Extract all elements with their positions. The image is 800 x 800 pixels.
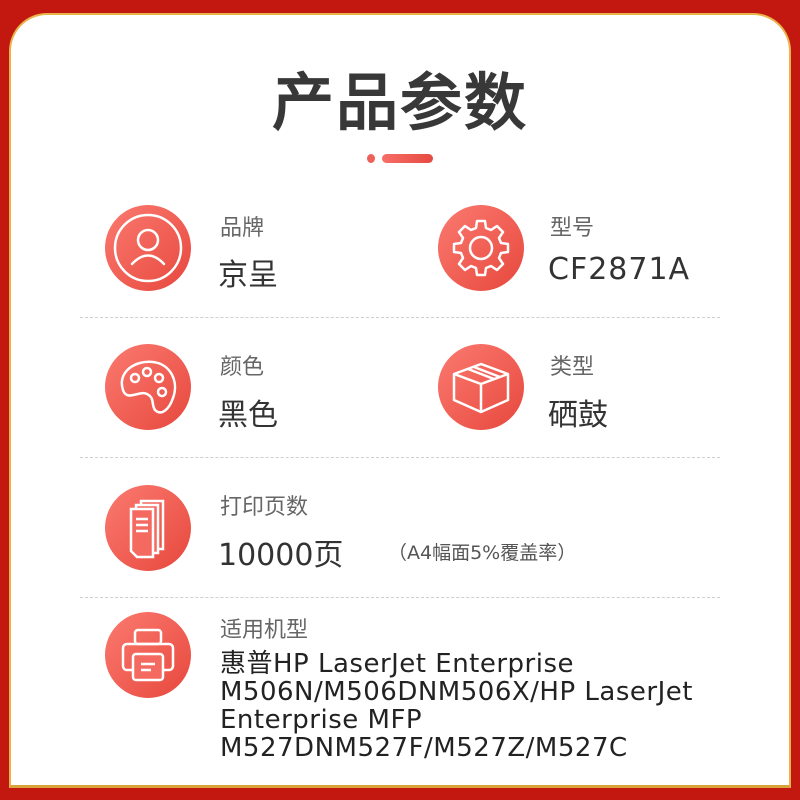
- brand-value: 京呈: [218, 258, 278, 293]
- model-line: M506N/M506DNM506X/HP LaserJet: [220, 677, 693, 707]
- gear-icon: [438, 205, 524, 291]
- model-line: 惠普HP LaserJet Enterprise: [220, 649, 575, 679]
- pages-value: 10000页: [218, 538, 344, 573]
- divider: [80, 597, 720, 598]
- divider: [80, 457, 720, 458]
- divider: [80, 317, 720, 318]
- color-label: 颜色: [220, 355, 265, 380]
- brand-label: 品牌: [220, 216, 265, 241]
- compatible-label: 适用机型: [220, 618, 309, 643]
- documents-icon: [105, 485, 191, 571]
- title-decoration-bar: [382, 154, 433, 163]
- model-label: 型号: [550, 216, 595, 241]
- pages-label: 打印页数: [220, 495, 309, 520]
- model-line: Enterprise MFP: [220, 705, 423, 735]
- title-decoration-dot: [367, 154, 375, 163]
- compatible-models: 惠普HP LaserJet Enterprise M506N/M506DNM50…: [220, 650, 780, 762]
- palette-icon: [105, 344, 191, 430]
- model-line: M527DNM527F/M527Z/M527C: [220, 733, 628, 763]
- pages-note: （A4幅面5%覆盖率）: [388, 542, 577, 564]
- user-icon: [105, 205, 191, 291]
- box-icon: [438, 344, 524, 430]
- printer-icon: [105, 612, 191, 698]
- model-value: CF2871A: [548, 252, 691, 287]
- page-title: 产品参数: [271, 66, 528, 139]
- type-value: 硒鼓: [548, 398, 608, 433]
- type-label: 类型: [550, 355, 595, 380]
- color-value: 黑色: [218, 398, 278, 433]
